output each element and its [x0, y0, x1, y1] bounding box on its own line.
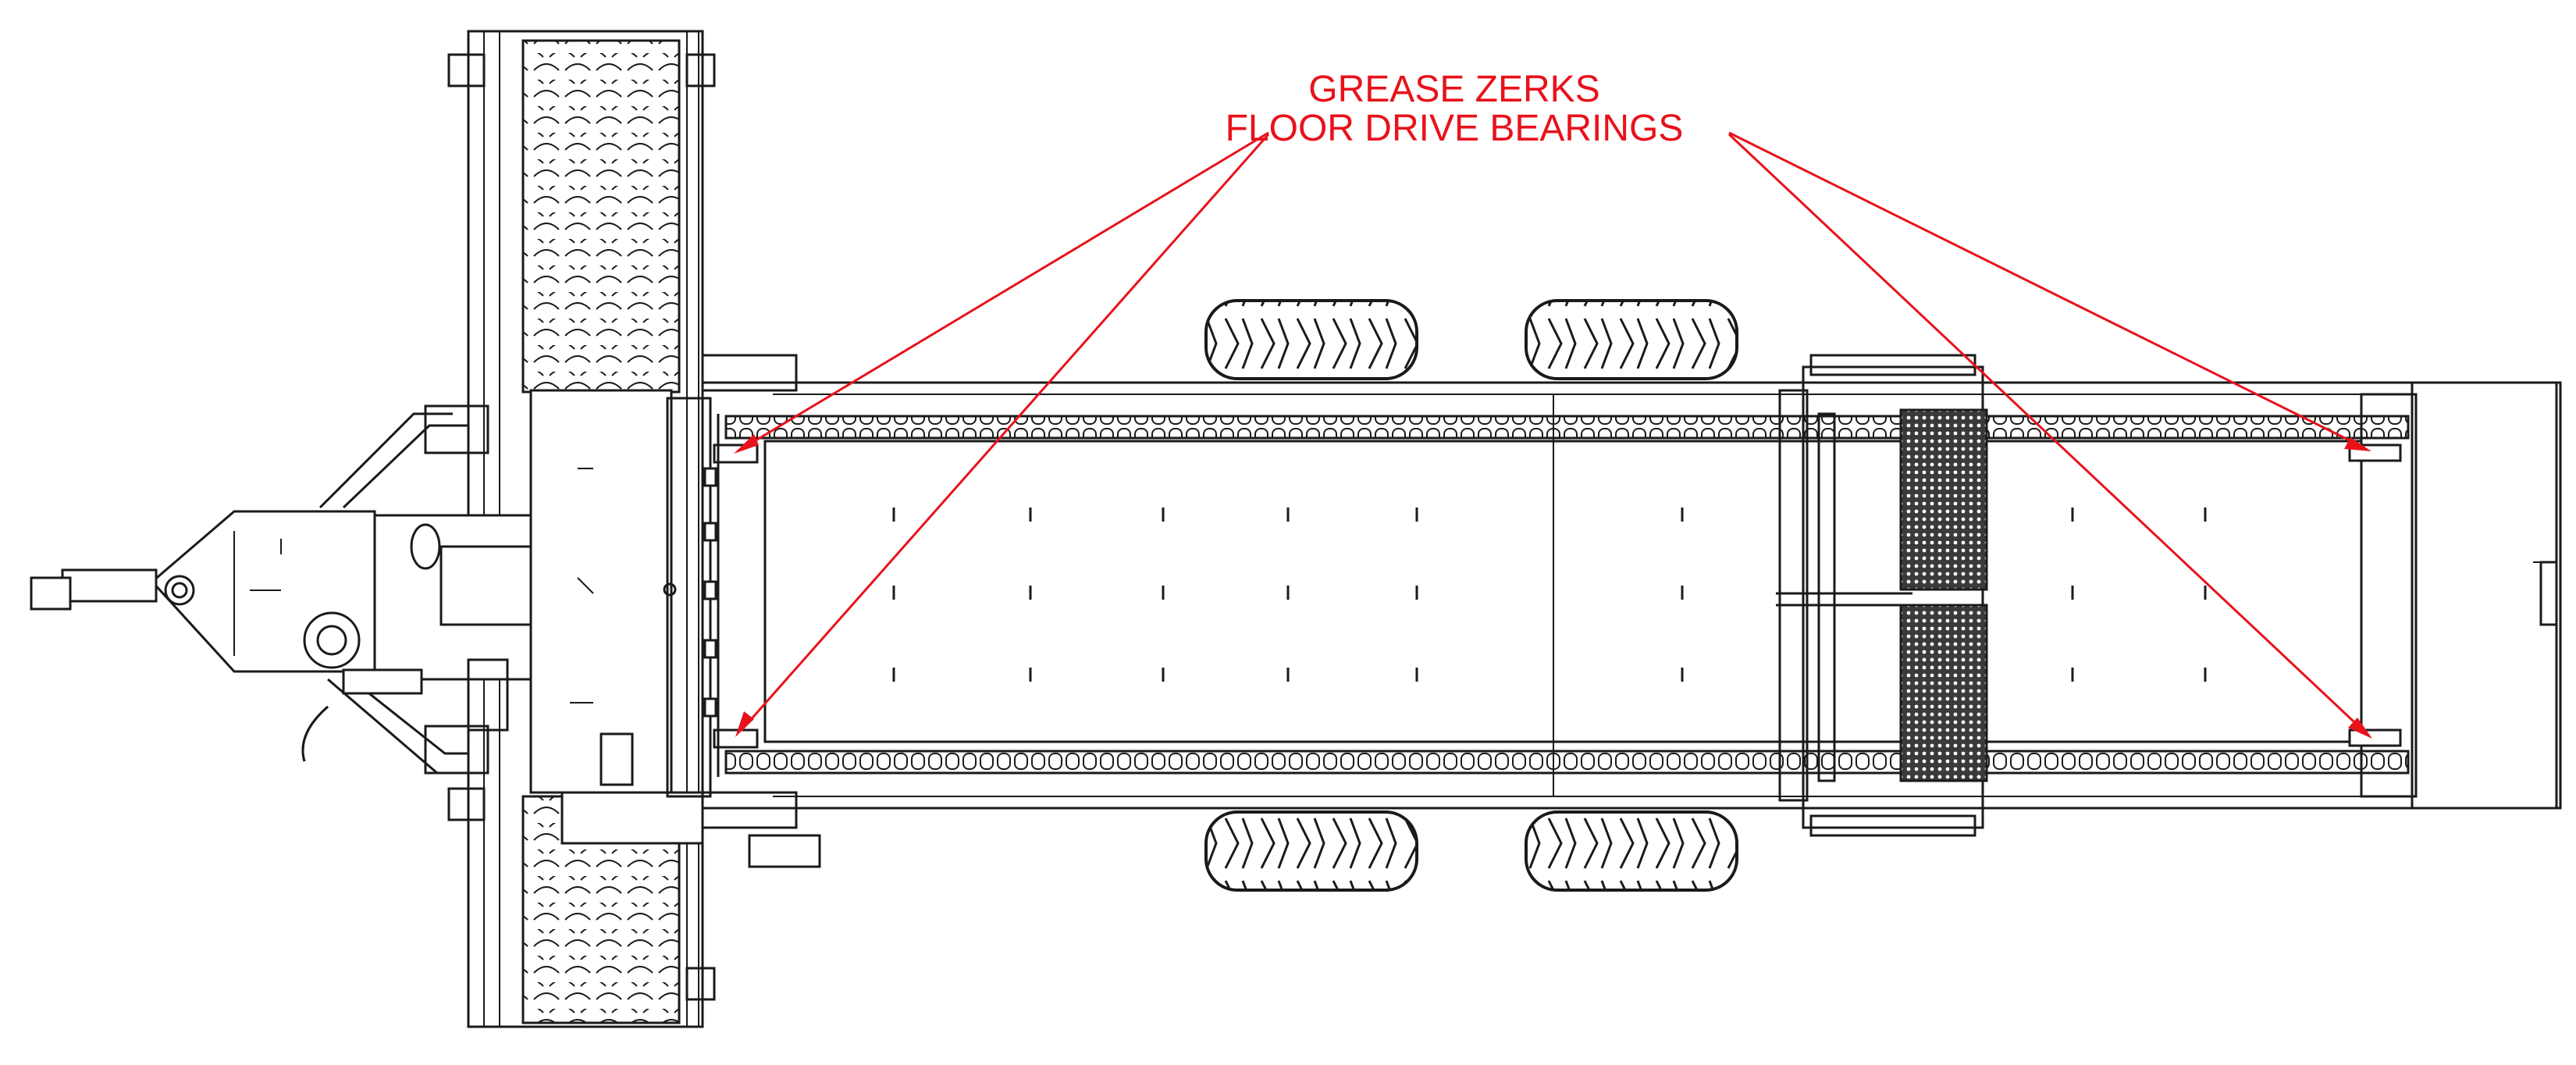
hydraulic-pump [303, 611, 361, 669]
tire-front-top [1204, 299, 1418, 380]
front-drive-bearing-bottom [713, 728, 759, 749]
leader-line-front-top [741, 131, 1269, 451]
arrowhead-front-bottom [735, 711, 754, 737]
grease-zerks-callout: GREASE ZERKS FLOOR DRIVE BEARINGS [734, 69, 2372, 739]
bed-outer-frame [701, 381, 2558, 810]
floor-slat-marks [892, 508, 2207, 682]
rear-extension [2411, 381, 2558, 810]
cross-conveyor-belt-upper [521, 39, 681, 394]
front-housing [529, 354, 821, 868]
leader-line-rear-top [1728, 131, 2364, 449]
floor-chain-top [724, 415, 2410, 440]
leader-line-front-bottom [740, 134, 1270, 731]
arrowhead-rear-bottom [2348, 718, 2372, 739]
bed-floor [763, 440, 2363, 743]
main-bed [701, 381, 2562, 810]
callout-line-1: GREASE ZERKS [1308, 69, 1599, 110]
callout-line-2: FLOOR DRIVE BEARINGS [1226, 108, 1684, 149]
floor-chain-bottom [724, 750, 2410, 775]
mesh-grate-lower [1899, 604, 1988, 782]
tire-rear-top [1525, 299, 1738, 380]
tire-rear-bottom [1525, 810, 1738, 892]
arrowhead-front-top [734, 434, 759, 454]
cross-conveyor [447, 30, 716, 1028]
mesh-grate-upper [1899, 408, 1988, 591]
power-unit [301, 404, 532, 775]
front-drive-bearing-top [713, 443, 759, 464]
housing-body [529, 389, 673, 794]
leader-line-rear-bottom [1727, 133, 2367, 734]
grate-frame [1776, 354, 1988, 837]
arrowhead-rear-top [2344, 437, 2371, 451]
tire-front-bottom [1204, 810, 1418, 892]
rear-drive-bearing-bottom [2348, 728, 2402, 747]
tires [1204, 299, 1738, 892]
